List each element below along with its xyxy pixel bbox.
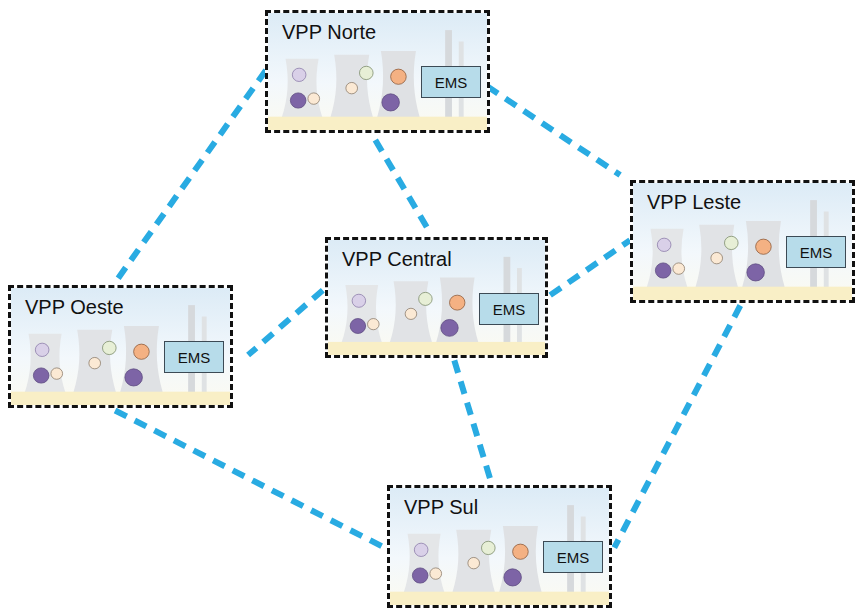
ems-box: EMS bbox=[786, 236, 846, 268]
vpp-title: VPP Sul bbox=[404, 495, 478, 519]
ems-label: EMS bbox=[493, 301, 526, 318]
ems-label: EMS bbox=[178, 349, 211, 366]
ems-box: EMS bbox=[479, 293, 539, 325]
vpp-title: VPP Oeste bbox=[25, 295, 124, 319]
vpp-title: VPP Leste bbox=[647, 190, 741, 214]
vpp-title: VPP Central bbox=[342, 247, 452, 271]
ems-box: EMS bbox=[164, 341, 224, 373]
dashed-link bbox=[550, 240, 630, 295]
ems-label: EMS bbox=[435, 74, 468, 91]
dashed-link bbox=[487, 86, 620, 175]
dashed-link bbox=[115, 411, 385, 548]
vpp-title: VPP Norte bbox=[282, 20, 376, 44]
vpp-box: VPP NorteEMS bbox=[265, 10, 490, 133]
vpp-box: VPP LesteEMS bbox=[630, 180, 855, 303]
ems-label: EMS bbox=[800, 244, 833, 261]
vpp-box: VPP OesteEMS bbox=[8, 285, 233, 408]
ems-box: EMS bbox=[543, 541, 603, 573]
dashed-link bbox=[375, 140, 430, 232]
vpp-box: VPP CentralEMS bbox=[325, 237, 548, 358]
ems-box: EMS bbox=[421, 66, 481, 98]
dashed-link bbox=[115, 70, 266, 282]
dashed-link bbox=[248, 290, 323, 355]
dashed-link bbox=[454, 360, 490, 480]
ems-label: EMS bbox=[557, 549, 590, 566]
vpp-box: VPP SulEMS bbox=[387, 485, 612, 608]
dashed-link bbox=[614, 306, 740, 548]
